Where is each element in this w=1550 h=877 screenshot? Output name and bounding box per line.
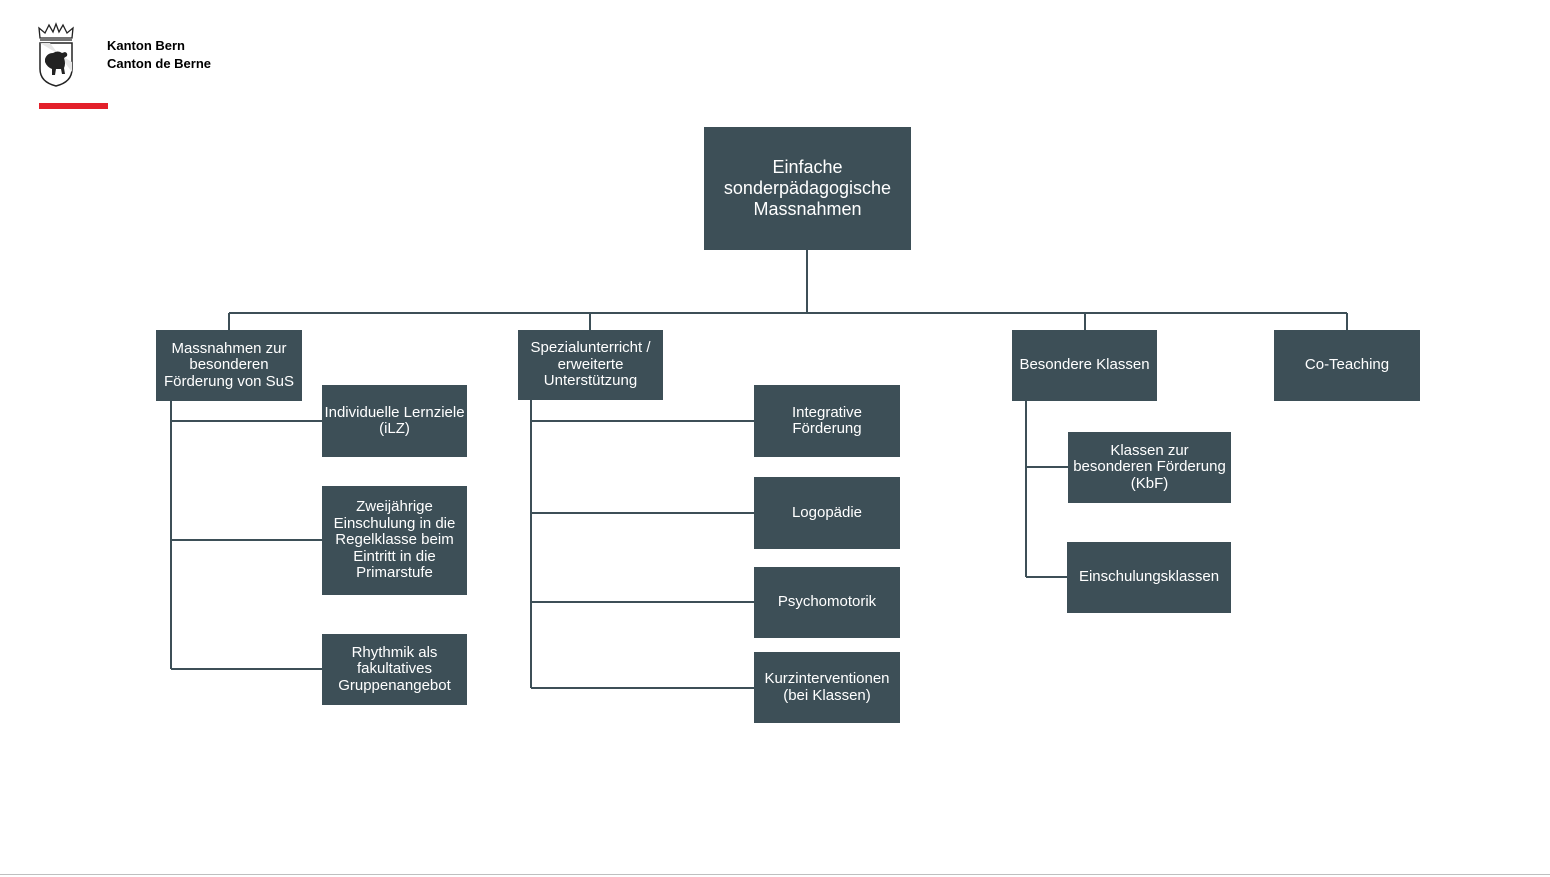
canton-name: Kanton Bern Canton de Berne xyxy=(107,37,211,73)
child-node-label: Integrative Förderung xyxy=(791,403,863,437)
child-node-b1-3: Rhythmik als fakultatives Gruppenangebot xyxy=(322,634,467,705)
bern-coat-of-arms-icon xyxy=(38,22,74,87)
child-node-label: Klassen zur besonderen Förderung (KbF) xyxy=(1073,441,1226,492)
canton-name-de: Kanton Bern xyxy=(107,38,185,53)
branch-node-label: Spezialunterricht / erweiterte Unterstüt… xyxy=(530,339,651,390)
branch-node-label: Massnahmen zur besonderen Förderung von … xyxy=(163,339,295,390)
child-node-label: Zweijährige Einschulung in die Regelklas… xyxy=(333,498,456,582)
child-node-label: Psychomotorik xyxy=(777,593,877,611)
child-node-label: Kurzinterventionen (bei Klassen) xyxy=(764,670,890,704)
child-node-b2-4: Kurzinterventionen (bei Klassen) xyxy=(754,652,900,723)
child-node-label: Rhythmik als fakultatives Gruppenangebot xyxy=(338,643,451,694)
child-node-b2-3: Psychomotorik xyxy=(754,567,900,638)
child-node-b3-2: Einschulungsklassen xyxy=(1067,542,1231,613)
branch-node-2: Spezialunterricht / erweiterte Unterstüt… xyxy=(518,330,663,400)
branch-node-3: Besondere Klassen xyxy=(1012,330,1157,401)
branch-node-1: Massnahmen zur besonderen Förderung von … xyxy=(156,330,302,401)
branch-node-4: Co-Teaching xyxy=(1274,330,1420,401)
child-node-b2-1: Integrative Förderung xyxy=(754,385,900,457)
bottom-divider xyxy=(0,874,1550,875)
branch-node-label: Besondere Klassen xyxy=(1019,356,1150,374)
branch-node-label: Co-Teaching xyxy=(1304,356,1390,374)
root-node: Einfache sonderpädagogische Massnahmen xyxy=(704,127,911,250)
child-node-label: Logopädie xyxy=(791,503,863,521)
child-node-label: Individuelle Lernziele (iLZ) xyxy=(324,403,465,437)
child-node-label: Einschulungsklassen xyxy=(1078,568,1220,586)
canton-name-fr: Canton de Berne xyxy=(107,56,212,71)
child-node-b1-2: Zweijährige Einschulung in die Regelklas… xyxy=(322,486,467,595)
root-node-label: Einfache sonderpädagogische Massnahmen xyxy=(723,157,892,219)
child-node-b1-1: Individuelle Lernziele (iLZ) xyxy=(322,385,467,457)
child-node-b2-2: Logopädie xyxy=(754,477,900,549)
child-node-b3-1: Klassen zur besonderen Förderung (KbF) xyxy=(1068,432,1231,503)
accent-bar xyxy=(39,103,108,109)
